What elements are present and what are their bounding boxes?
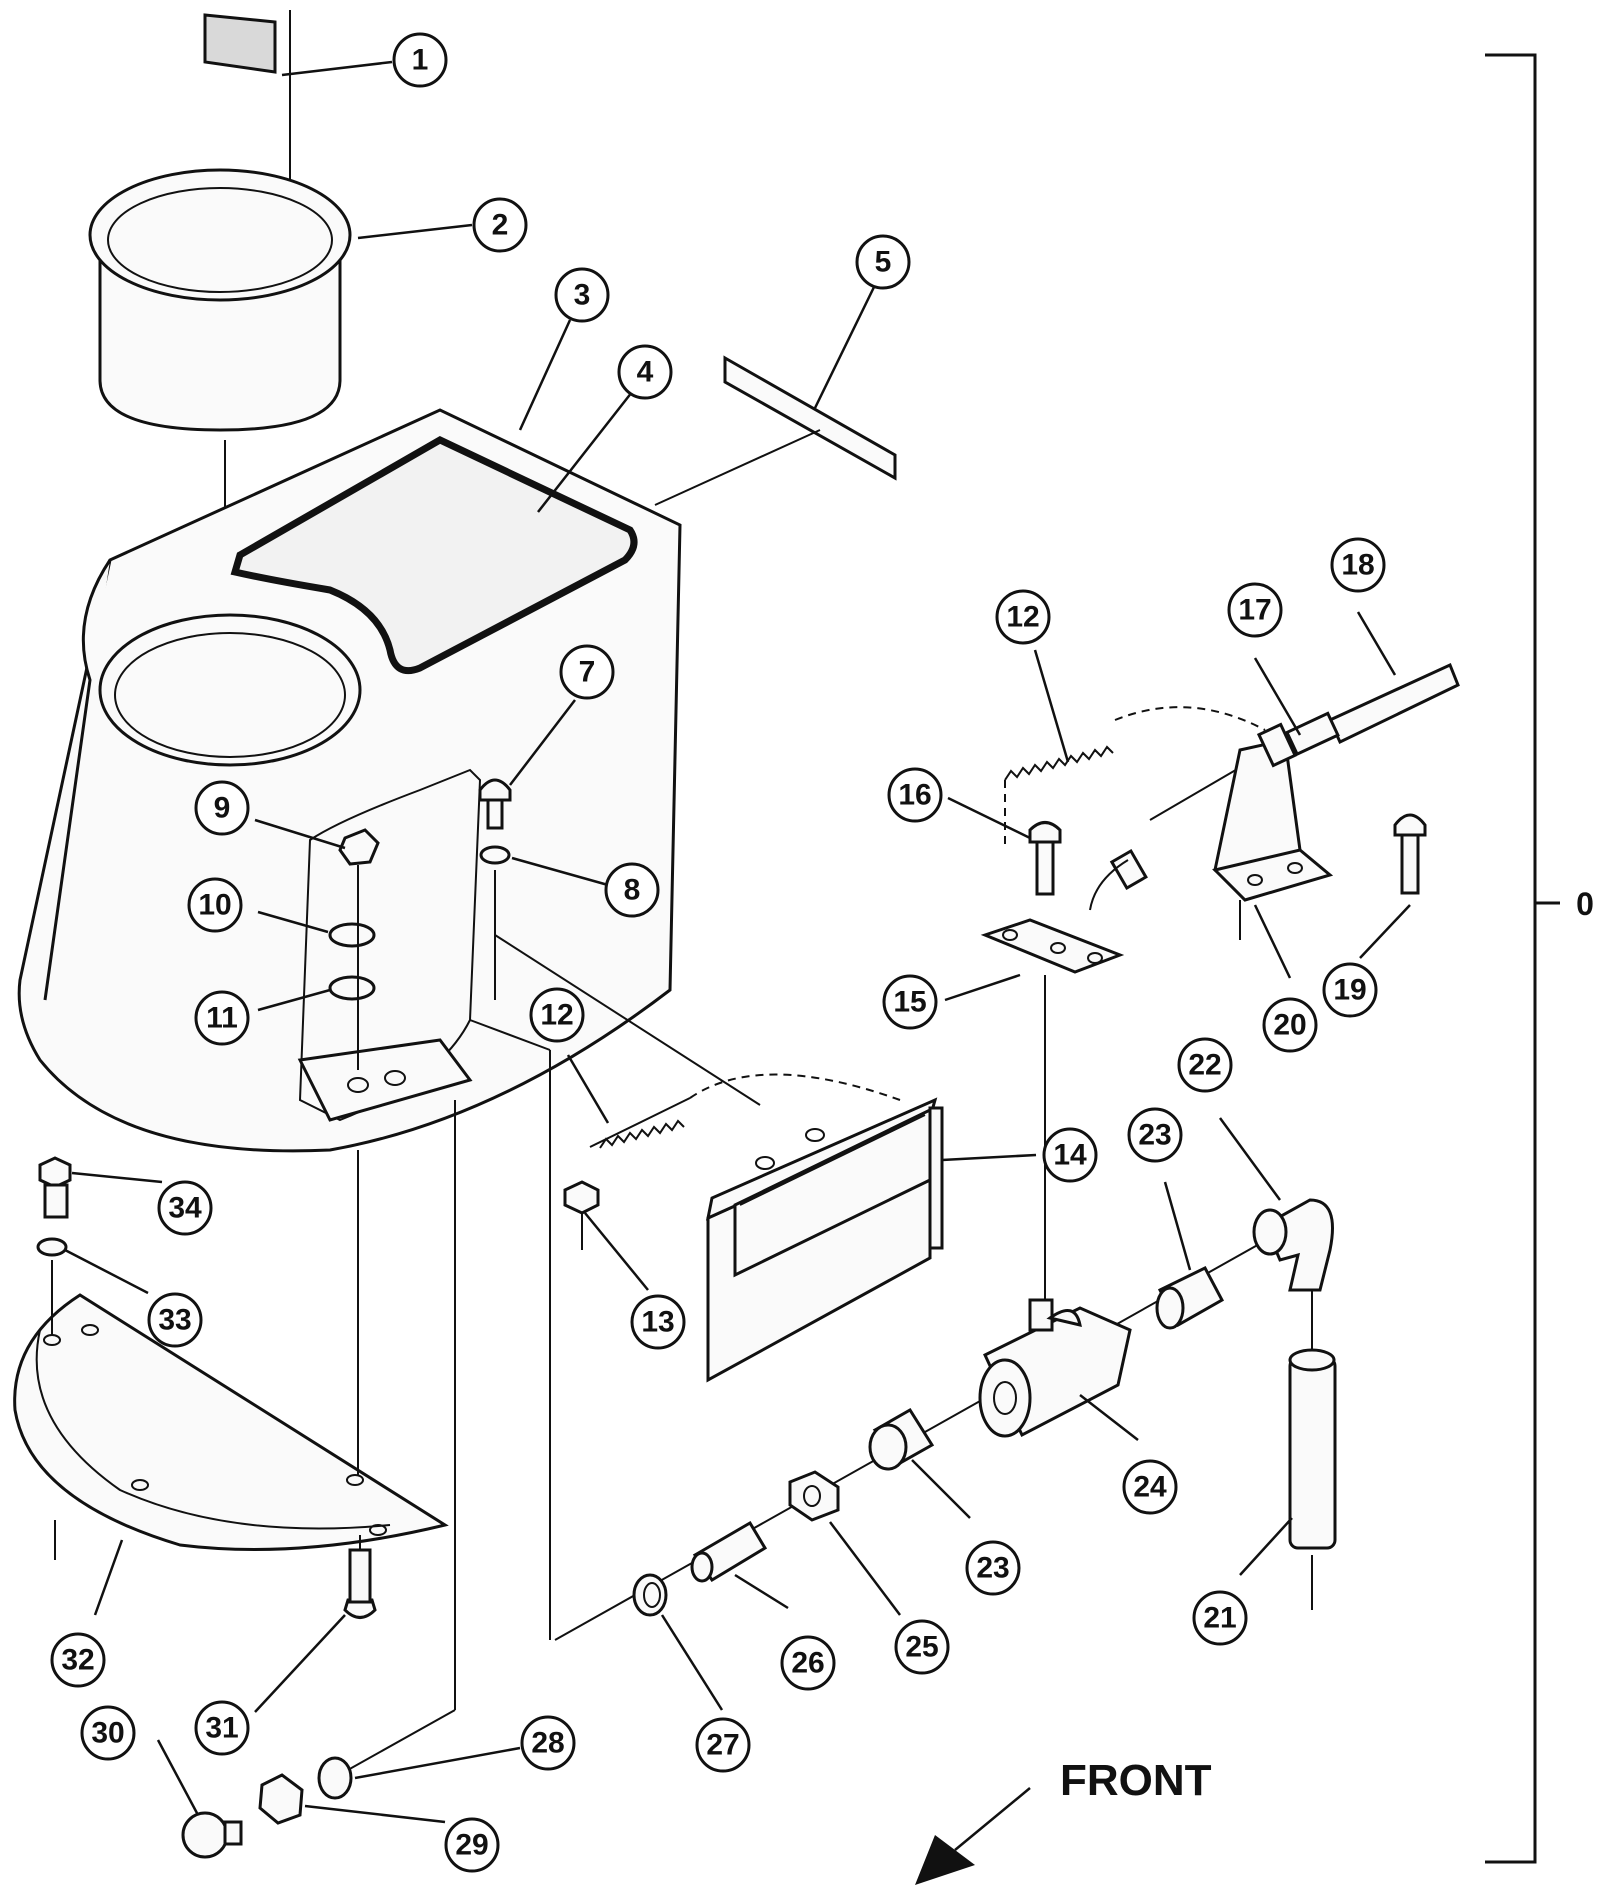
callout-27: 27 xyxy=(695,1717,751,1773)
callout-13: 13 xyxy=(630,1294,686,1350)
part-housing xyxy=(17,408,682,1153)
svg-text:21: 21 xyxy=(1203,1602,1236,1635)
svg-text:33: 33 xyxy=(158,1304,191,1337)
callout-23-upper: 23 xyxy=(1127,1107,1183,1163)
callout-33: 33 xyxy=(147,1292,203,1348)
callout-16: 16 xyxy=(887,767,943,823)
part-fasteners-left xyxy=(328,778,512,1070)
svg-text:15: 15 xyxy=(893,986,926,1019)
svg-text:27: 27 xyxy=(706,1729,739,1762)
svg-text:23: 23 xyxy=(976,1552,1009,1585)
callout-31: 31 xyxy=(194,1700,250,1756)
svg-text:19: 19 xyxy=(1333,974,1366,1007)
callout-12-upper: 12 xyxy=(995,589,1051,645)
svg-text:28: 28 xyxy=(531,1727,564,1760)
svg-text:34: 34 xyxy=(168,1192,202,1225)
svg-text:20: 20 xyxy=(1273,1009,1306,1042)
part-linkage-assembly xyxy=(980,662,1460,1330)
callout-26: 26 xyxy=(780,1635,836,1691)
svg-text:1: 1 xyxy=(412,44,429,77)
callout-25: 25 xyxy=(894,1619,950,1675)
callout-21: 21 xyxy=(1192,1590,1248,1646)
callout-22: 22 xyxy=(1177,1037,1233,1093)
callout-34: 34 xyxy=(157,1180,213,1236)
callout-15: 15 xyxy=(882,974,938,1030)
callout-7: 7 xyxy=(559,644,615,700)
svg-text:12: 12 xyxy=(540,999,573,1032)
part-nut-13 xyxy=(563,1180,600,1250)
svg-text:18: 18 xyxy=(1341,549,1374,582)
callout-12-lower: 12 xyxy=(529,987,585,1043)
svg-text:30: 30 xyxy=(91,1717,124,1750)
callout-18: 18 xyxy=(1330,537,1386,593)
svg-text:31: 31 xyxy=(205,1712,238,1745)
part-spring-lower xyxy=(589,1073,901,1149)
svg-text:4: 4 xyxy=(637,356,654,389)
part-plate xyxy=(654,355,897,506)
callout-29: 29 xyxy=(444,1817,500,1873)
svg-text:16: 16 xyxy=(898,779,931,812)
part-bottom-plate xyxy=(13,1150,449,1560)
assembly-ref-label: 0 xyxy=(1576,886,1594,922)
callout-2: 2 xyxy=(472,197,528,253)
svg-text:11: 11 xyxy=(206,1002,238,1035)
svg-text:3: 3 xyxy=(574,279,591,312)
svg-text:12: 12 xyxy=(1006,601,1039,634)
svg-text:2: 2 xyxy=(492,209,509,242)
callout-4: 4 xyxy=(617,344,673,400)
svg-text:14: 14 xyxy=(1053,1139,1087,1172)
svg-text:32: 32 xyxy=(61,1644,94,1677)
callout-14: 14 xyxy=(1042,1127,1098,1183)
svg-text:17: 17 xyxy=(1238,594,1271,627)
callout-24: 24 xyxy=(1122,1459,1178,1515)
front-label: FRONT xyxy=(1060,1756,1212,1805)
leader-lines xyxy=(64,60,1411,1824)
part-valve-assembly xyxy=(554,1198,1337,1641)
svg-text:25: 25 xyxy=(905,1631,938,1664)
callout-1: 1 xyxy=(392,32,448,88)
callout-5: 5 xyxy=(855,234,911,290)
callout-32: 32 xyxy=(50,1632,106,1688)
callout-17: 17 xyxy=(1227,582,1283,638)
svg-text:24: 24 xyxy=(1133,1471,1167,1504)
part-bottom-fasteners xyxy=(36,934,761,1859)
callout-20: 20 xyxy=(1262,997,1318,1053)
callout-9: 9 xyxy=(194,780,250,836)
svg-text:22: 22 xyxy=(1188,1049,1221,1082)
callout-10: 10 xyxy=(187,877,243,933)
callout-30: 30 xyxy=(80,1705,136,1761)
callout-11: 11 xyxy=(194,990,250,1046)
svg-text:26: 26 xyxy=(791,1647,824,1680)
part-gasket-panel xyxy=(230,436,638,675)
svg-text:5: 5 xyxy=(875,246,892,279)
svg-text:13: 13 xyxy=(641,1306,674,1339)
callout-28: 28 xyxy=(520,1715,576,1771)
callout-19: 19 xyxy=(1322,962,1378,1018)
svg-text:23: 23 xyxy=(1138,1119,1171,1152)
svg-text:8: 8 xyxy=(624,874,641,907)
svg-text:7: 7 xyxy=(579,656,596,689)
svg-text:29: 29 xyxy=(455,1829,488,1862)
svg-text:10: 10 xyxy=(198,889,231,922)
assembly-bracket: 0 xyxy=(1485,53,1594,1864)
callout-23-lower: 23 xyxy=(965,1540,1021,1596)
part-spring-upper xyxy=(1004,706,1266,850)
callout-3: 3 xyxy=(554,267,610,323)
svg-text:9: 9 xyxy=(214,792,231,825)
part-door-panel xyxy=(705,1097,944,1383)
callout-8: 8 xyxy=(604,862,660,918)
front-indicator: FRONT xyxy=(915,1756,1212,1885)
